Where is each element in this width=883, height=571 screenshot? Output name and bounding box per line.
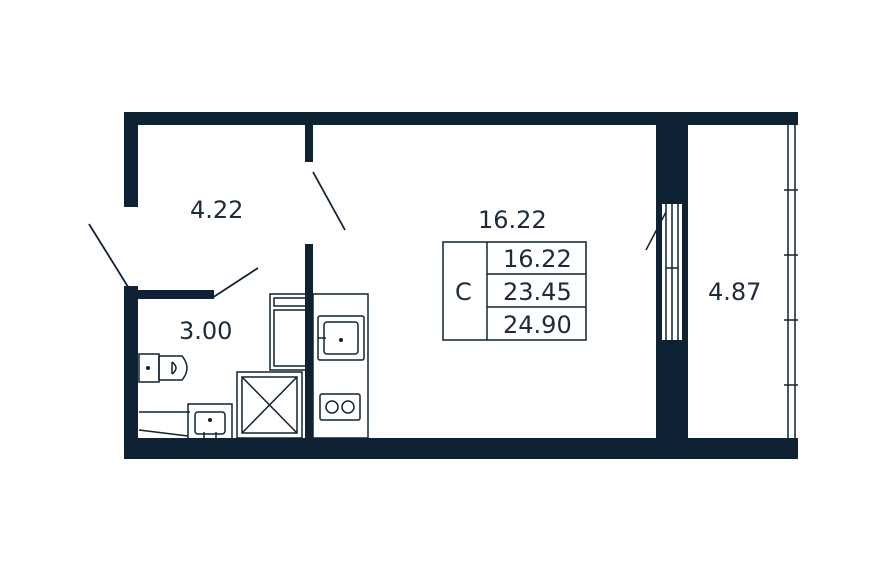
living-area-value: 16.22 (503, 245, 572, 273)
fridge-icon (269, 293, 313, 371)
main-room-area-label: 16.22 (478, 206, 547, 234)
total-with-balcony-value: 24.90 (503, 311, 572, 339)
hall-area-label: 4.22 (190, 196, 243, 224)
kitchen-sink-icon (317, 315, 365, 361)
kitchen-counter (312, 293, 369, 439)
stove-icon (319, 393, 361, 421)
total-area-value: 23.45 (503, 278, 572, 306)
balcony (688, 120, 798, 456)
shower-tray-icon (236, 371, 303, 439)
apartment-type-letter: С (455, 278, 472, 306)
balcony-area-label: 4.87 (708, 278, 761, 306)
bathroom-counter (138, 411, 190, 437)
washbasin-icon (187, 403, 233, 441)
walls (124, 112, 798, 459)
bathroom-area-label: 3.00 (179, 317, 232, 345)
toilet-icon (138, 353, 188, 383)
area-summary-table: С 16.22 23.45 24.90 (442, 241, 587, 341)
balcony-door (645, 204, 681, 340)
door-swings (88, 171, 346, 299)
